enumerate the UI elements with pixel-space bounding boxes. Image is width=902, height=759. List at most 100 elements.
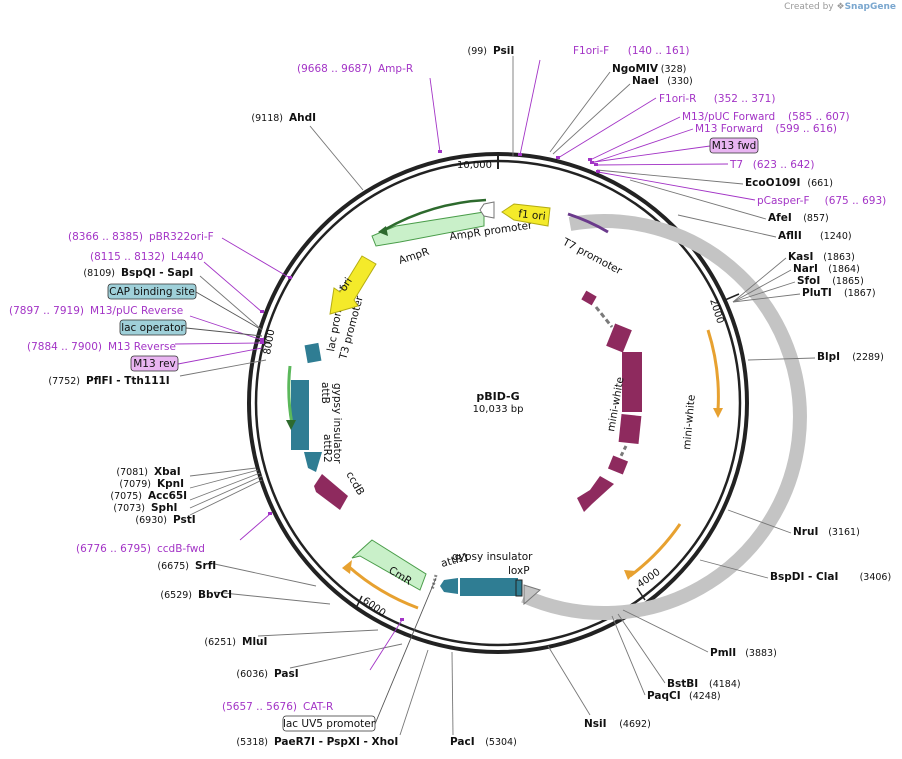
enzyme-name: MluI [242,636,267,648]
exon-4 [618,414,642,444]
primer-leader-line [174,342,263,345]
primer-range: (8115 .. 8132) [90,251,165,263]
primer-site-mark [596,170,600,173]
primer-site-mark [260,310,264,313]
enzyme-position: (3406) [860,572,892,583]
enzyme-name: BstBI [667,678,698,690]
enzyme-name: BbvCI [198,589,232,601]
primer-leader-line [591,128,694,164]
orange-arc-3 [347,564,419,610]
primer-site-mark [438,150,442,153]
enzyme-leader-line [611,615,646,696]
enzyme-name: Acc65I [148,490,187,502]
primer-site-mark [590,161,594,164]
plasmid-name: pBID-G [476,390,519,403]
enzyme-leader-line [399,649,429,736]
primer-site-mark [400,618,404,621]
enzyme-name: PstI [173,514,196,526]
enzyme-leader-line [179,359,267,377]
enzyme-position: (8109) [83,268,115,279]
enzyme-position: (6529) [160,590,192,601]
enzyme-name: NaeI [632,75,659,87]
enzyme-leader-line [732,293,801,303]
enzyme-leader-line [732,269,792,303]
green-arc-left-head [286,420,296,430]
primer-leader-line [221,237,291,279]
app-name: SnapGene [844,2,896,12]
ampr-dark-arc-head [378,226,388,236]
gypsy-insulator-2 [460,578,518,596]
feature-label-mini-white-outer: mini-white [681,394,698,450]
primer-range: (8366 .. 8385) [68,231,143,243]
exon-1 [581,290,597,306]
enzyme-name: PasI [274,668,299,680]
primer-name: Amp-R [378,63,413,75]
ampr-promoter-arrow [479,201,495,219]
callouts: (99)PsiINgoMIV(328)NaeI(330)EcoO109I(661… [9,45,891,748]
feature-label-attb: attB [319,382,331,404]
primer-name: pCasper-F [757,195,810,207]
tick-2000 [724,293,740,301]
plasmid-size: 10,033 bp [473,404,524,415]
primer-name: ccdB-fwd [157,543,205,555]
enzyme-name: EcoO109I [745,177,800,189]
enzyme-name: BlpI [817,351,840,363]
enzyme-position: (6251) [204,637,236,648]
ampr-dark-arc [383,198,487,232]
enzyme-name: NgoMIV [612,63,659,75]
orange-arc-1 [706,329,720,411]
enzyme-leader-line [596,169,744,185]
enzyme-position: (2289) [852,352,884,363]
created-by-label: Created by [784,2,834,12]
orange-arc-3-head [342,560,352,574]
enzyme-leader-line [727,509,792,534]
enzyme-leader-line [189,469,259,489]
enzyme-leader-line [189,475,263,509]
enzyme-position: (4248) [689,691,721,702]
primer-site-mark [268,512,272,515]
feature-box-label: M13 rev [133,358,176,370]
primer-range: (140 .. 161) [628,45,690,57]
enzyme-name: PaqCI [647,690,681,702]
enzyme-name: PacI [450,736,475,748]
enzyme-position: (1864) [828,264,860,275]
primer-range: (585 .. 607) [788,111,850,123]
mini-white-arrowhead [523,584,542,606]
exon-6-arrow [577,476,614,512]
primer-leader-line [429,77,441,153]
primer-leader-line [519,59,541,156]
enzyme-leader-line [289,643,403,669]
enzyme-position: (6036) [236,669,268,680]
tick-4000 [636,587,646,601]
tick-label-8000: 8000 [262,329,277,356]
primer-name: M13 Reverse [108,341,176,353]
primer-site-mark [594,163,598,166]
enzyme-name: PmlI [710,647,736,659]
primer-site-mark [588,158,592,161]
enzyme-leader-line [451,651,454,736]
primer-site-mark [556,156,560,159]
primer-range: (623 .. 642) [753,159,815,171]
enzyme-position: (7081) [116,467,148,478]
intron-1 [594,306,614,328]
enzyme-name: PaeR7I - PspXI - XhoI [274,736,398,748]
primer-leader-line [557,97,657,159]
enzyme-leader-line [189,467,257,477]
enzyme-name: AfeI [768,212,792,224]
primer-range: (599 .. 616) [775,123,837,135]
enzyme-position: (5318) [236,737,268,748]
primer-range: (352 .. 371) [714,93,776,105]
feature-box [282,715,376,732]
primer-leader-line [597,171,756,201]
primer-range: (6776 .. 6795) [76,543,151,555]
enzyme-name: SrfI [195,560,216,572]
enzyme-position: (857) [803,213,829,224]
feature-label-f1-ori: f1 ori [518,208,546,223]
cmr-arrow [351,539,427,591]
enzyme-leader-line [309,125,364,191]
enzyme-position: (4184) [709,679,741,690]
enzyme-leader-line [189,472,261,501]
feature-box-label: lac operator [121,322,185,334]
box-leader-line [593,145,711,163]
enzyme-leader-line [257,629,379,637]
